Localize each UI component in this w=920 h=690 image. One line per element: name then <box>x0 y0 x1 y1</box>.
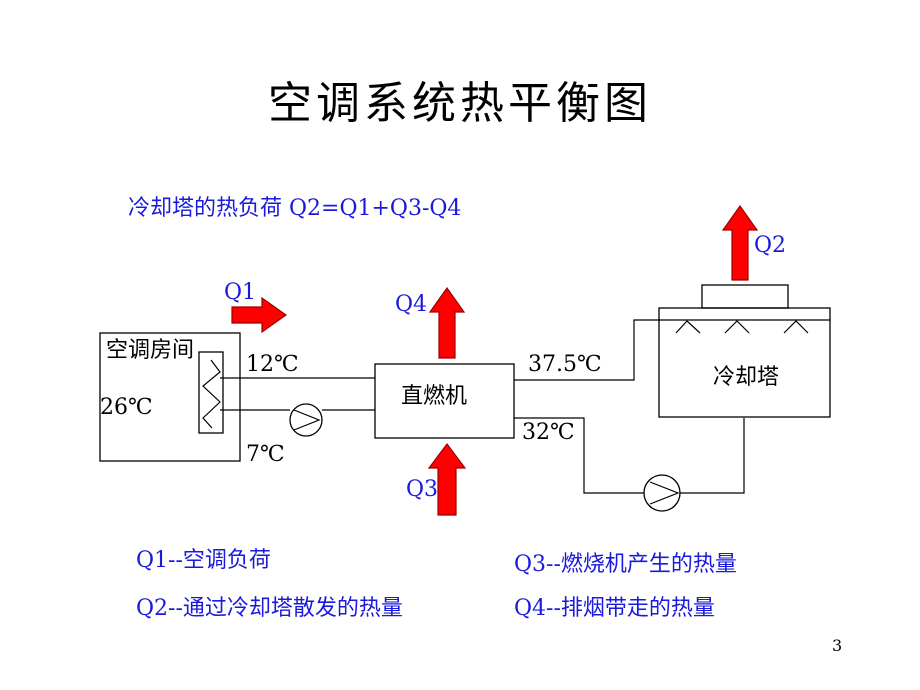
cooling-tower-load-formula: 冷却塔的热负荷 Q2=Q1+Q3-Q4 <box>128 196 462 221</box>
burner-label: 直燃机 <box>401 384 468 409</box>
chilled-supply-temp: 12℃ <box>246 352 299 377</box>
cooling-water-pump-icon <box>643 474 681 512</box>
burner-box <box>374 363 515 439</box>
spray-nozzle-icon <box>675 320 701 334</box>
cooling-cold-pipe-a <box>514 417 644 494</box>
q1-arrow-label: Q1 <box>224 280 257 305</box>
q2-arrow-icon <box>721 204 759 281</box>
cooling-tower-fan <box>701 284 789 309</box>
legend-q4: Q4--排烟带走的热量 <box>514 596 715 621</box>
page-number: 3 <box>832 636 843 655</box>
spray-nozzle-icon <box>783 320 809 334</box>
room-label: 空调房间 <box>106 338 195 363</box>
q1-arrow-icon <box>231 296 288 334</box>
spray-nozzle-icon <box>724 320 750 334</box>
legend-q2: Q2--通过冷却塔散发的热量 <box>136 596 403 621</box>
q2-arrow-label: Q2 <box>754 233 787 258</box>
cooling-tower-label: 冷却塔 <box>713 365 780 390</box>
q4-arrow-label: Q4 <box>395 292 428 317</box>
q4-arrow-icon <box>428 286 466 359</box>
cooling-cold-pipe-b <box>680 418 745 494</box>
cooling-hot-temp: 37.5℃ <box>528 352 602 377</box>
room-temperature: 26℃ <box>100 395 153 420</box>
q3-arrow-icon <box>427 443 467 516</box>
room-coil <box>198 351 224 434</box>
chilled-return-temp: 7℃ <box>246 442 285 467</box>
slide-title: 空调系统热平衡图 <box>268 78 652 129</box>
cooling-cold-temp: 32℃ <box>522 420 575 445</box>
legend-q3: Q3--燃烧机产生的热量 <box>514 552 737 577</box>
legend-q1: Q1--空调负荷 <box>136 548 271 573</box>
room-box <box>99 332 241 462</box>
chilled-water-pump-icon <box>289 403 323 437</box>
coil-zigzag <box>202 359 221 429</box>
cooling-hot-pipe <box>514 319 660 381</box>
q3-arrow-label: Q3 <box>406 477 439 502</box>
